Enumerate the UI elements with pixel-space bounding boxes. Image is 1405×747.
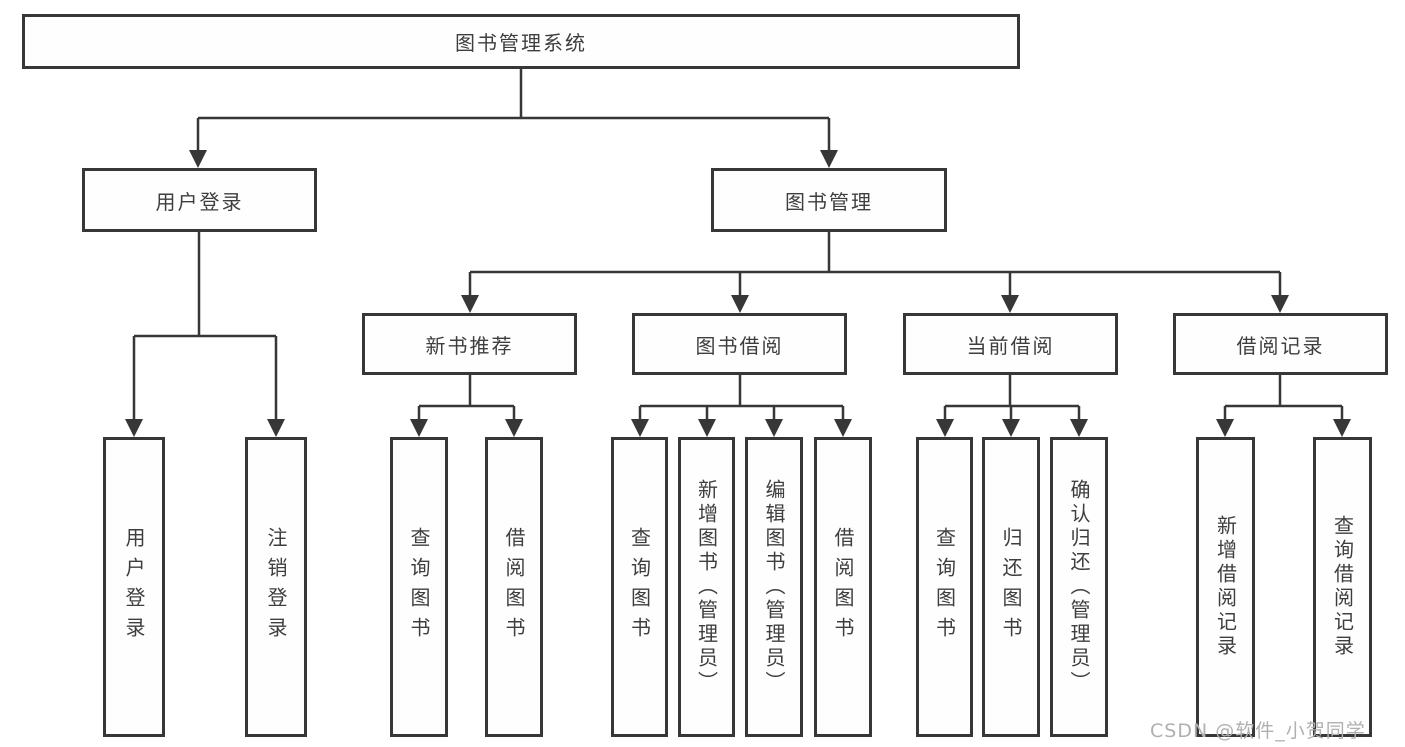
node-book-management: 图书管理 <box>711 168 947 232</box>
node-user-login: 用户登录 <box>82 168 317 232</box>
node-label: 确认归还（管理员） <box>1067 479 1091 695</box>
node-label: 当前借阅 <box>966 333 1055 358</box>
leaf-logout: 注销登录 <box>245 437 307 737</box>
node-label: 图书借阅 <box>695 333 784 358</box>
node-book-borrowing: 图书借阅 <box>632 313 847 375</box>
leaf-add-borrow-record: 新增借阅记录 <box>1196 437 1255 737</box>
node-label: 查询借阅记录 <box>1330 515 1355 659</box>
node-label: 用户登录 <box>155 189 244 214</box>
leaf-confirm-return-admin: 确认归还（管理员） <box>1050 437 1108 737</box>
node-label: 查询图书 <box>407 527 431 647</box>
node-label: 注销登录 <box>264 527 288 647</box>
csdn-watermark: CSDN @软件_小贺同学 <box>1150 720 1366 742</box>
leaf-query-books: 查询图书 <box>611 437 668 737</box>
node-library-management-system: 图书管理系统 <box>22 14 1020 69</box>
node-label: 新增借阅记录 <box>1213 515 1238 659</box>
arrowhead-icons <box>125 150 1351 437</box>
node-label: 借阅图书 <box>831 527 855 647</box>
node-label: 借阅图书 <box>502 527 526 647</box>
leaf-borrow-books: 借阅图书 <box>814 437 872 737</box>
node-label: 查询图书 <box>627 527 652 647</box>
node-label: 新书推荐 <box>425 333 514 358</box>
leaf-borrow-books: 借阅图书 <box>485 437 543 737</box>
leaf-user-login: 用户登录 <box>103 437 165 737</box>
node-label: 图书管理系统 <box>455 31 587 55</box>
node-borrowing-records: 借阅记录 <box>1173 313 1388 375</box>
leaf-query-books: 查询图书 <box>390 437 448 737</box>
node-label: 查询图书 <box>932 527 957 647</box>
node-label: 用户登录 <box>122 527 146 647</box>
node-current-borrowing: 当前借阅 <box>903 313 1118 375</box>
leaf-edit-book-admin: 编辑图书（管理员） <box>745 437 803 737</box>
node-label: 借阅记录 <box>1236 333 1325 358</box>
node-label: 归还图书 <box>999 527 1023 647</box>
node-label: 图书管理 <box>785 189 873 214</box>
leaf-query-borrow-record: 查询借阅记录 <box>1313 437 1372 737</box>
leaf-return-book: 归还图书 <box>982 437 1040 737</box>
leaf-query-books: 查询图书 <box>916 437 973 737</box>
node-new-book-recommend: 新书推荐 <box>362 313 577 375</box>
node-label: 编辑图书（管理员） <box>762 479 786 695</box>
node-label: 新增图书（管理员） <box>694 479 719 695</box>
leaf-add-book-admin: 新增图书（管理员） <box>678 437 735 737</box>
